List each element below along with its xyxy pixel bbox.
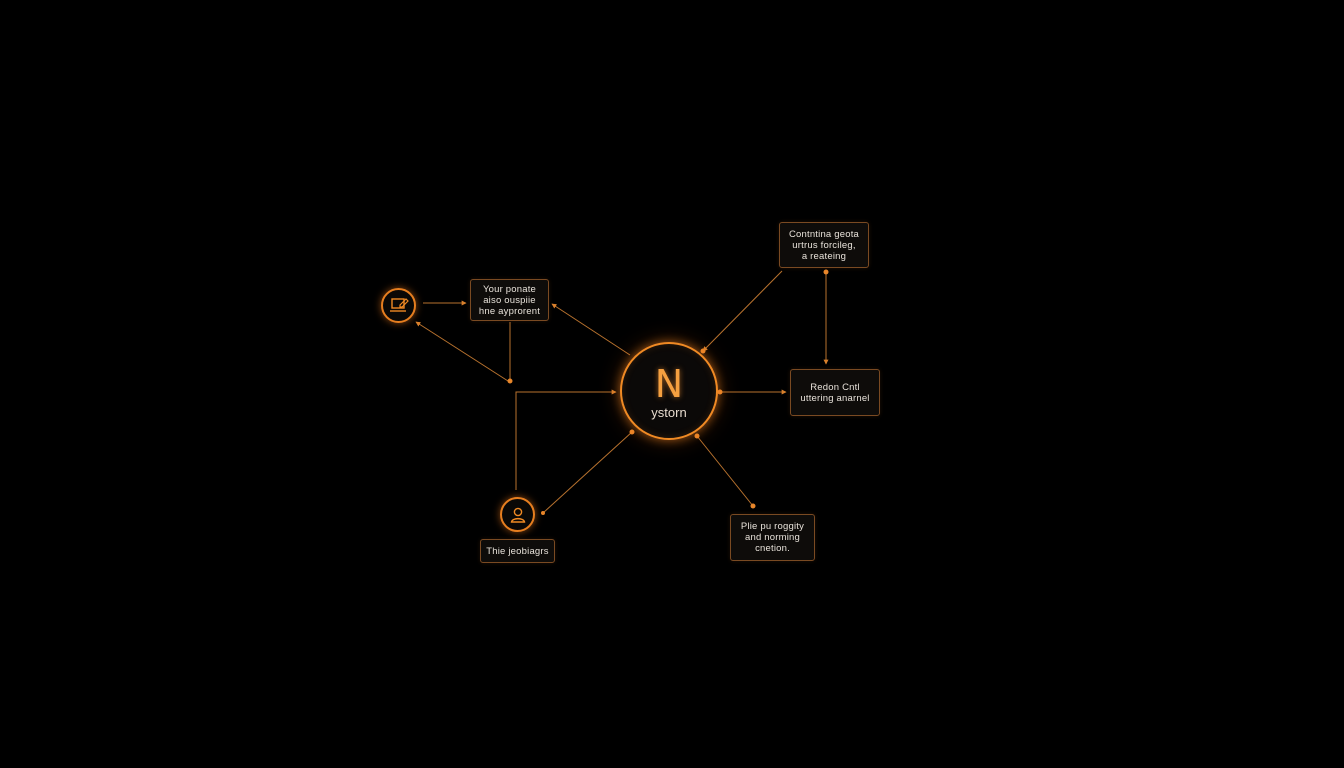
hub-label: ystorn <box>651 404 687 420</box>
user-icon <box>510 507 525 523</box>
edge-dot <box>717 389 723 395</box>
edge-user-to-hub <box>542 431 633 514</box>
edge-topright-to-hub <box>702 270 783 352</box>
edge-bend-to-icon <box>415 321 509 382</box>
edge-dot <box>541 511 545 515</box>
user-node[interactable] <box>500 497 535 532</box>
node-text-line: Your ponate <box>482 283 537 295</box>
central-hub[interactable]: N ystorn <box>620 342 718 440</box>
node-bottom-right[interactable]: Plie pu roggity and norming cnetion. <box>730 514 815 561</box>
edge-hub-to-bottomright <box>696 435 754 507</box>
node-text-line: aiso ouspiie <box>483 294 536 306</box>
node-text-line: urtrus forcileg, <box>792 239 856 251</box>
node-text-line: a reateing <box>801 250 847 262</box>
node-text-line: cnetion. <box>755 543 790 554</box>
edge-hub-to-topleft-box <box>551 303 631 356</box>
node-text-line: Contntina geota <box>788 228 860 240</box>
node-top-right[interactable]: Contntina geota urtrus forcileg, a reate… <box>779 222 869 268</box>
edge-dot <box>700 348 706 354</box>
node-text-line: and norming <box>744 532 800 543</box>
node-right[interactable]: Redon Cntl uttering anarnel <box>790 369 880 416</box>
node-text-line: uttering anarnel <box>800 392 870 404</box>
edge-dot <box>629 429 635 435</box>
edge-dot <box>507 378 513 384</box>
node-top-left[interactable]: Your ponate aiso ouspiie hne ayprorent <box>470 279 549 321</box>
node-text-line: Redon Cntl <box>810 381 860 393</box>
hub-letter: N <box>654 361 684 406</box>
edge-dot <box>750 503 756 509</box>
laptop-node[interactable] <box>381 288 416 323</box>
edge-dot <box>694 433 700 439</box>
node-text-line: Plie pu roggity <box>740 521 805 532</box>
node-text-line: Thie jeobiagrs <box>486 545 549 557</box>
node-text-line: hne ayprorent <box>478 305 541 317</box>
laptop-edit-icon <box>389 297 409 312</box>
node-bottom-left[interactable]: Thie jeobiagrs <box>480 539 555 563</box>
edge-dot <box>823 269 829 275</box>
edge-elbow-to-hub <box>515 389 617 490</box>
